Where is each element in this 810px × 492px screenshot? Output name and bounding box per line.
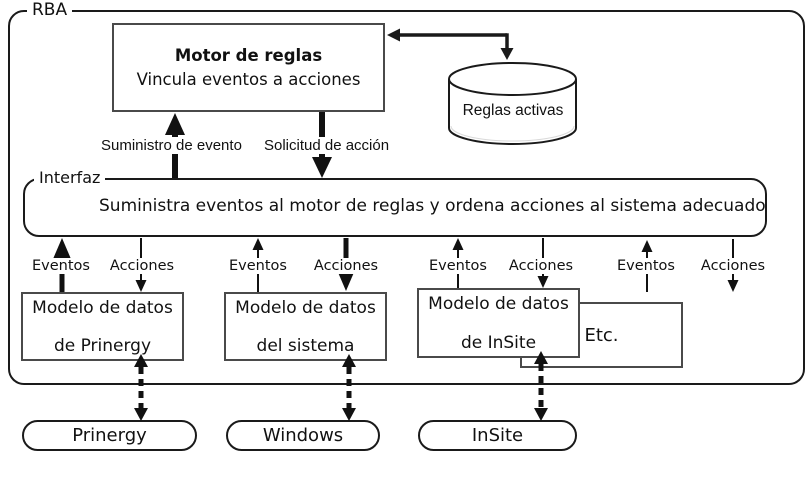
events-label-3: Eventos [426, 258, 490, 274]
actions-label-4: Acciones [697, 258, 769, 274]
action-request-label: Solicitud de acción [262, 137, 392, 154]
data-model-line2: del sistema [256, 336, 355, 356]
rule-engine-title: Motor de reglas [174, 45, 323, 65]
events-label-2: Eventos [226, 258, 290, 274]
data-model-line1: Modelo de datos [428, 294, 569, 314]
interface-frame [23, 178, 767, 237]
system-label: InSite [471, 425, 524, 446]
rule-engine-subtitle: Vincula eventos a acciones [136, 69, 361, 89]
interface-description: Suministra eventos al motor de reglas y … [99, 196, 766, 216]
rule-engine-box: Motor de reglas Vincula eventos a accion… [112, 23, 385, 112]
system-label: Prinergy [72, 425, 147, 446]
rba-frame [8, 10, 805, 385]
events-label-4: Eventos [614, 258, 678, 274]
etc-label: Etc. [584, 324, 619, 346]
interface-frame-label: Interfaz [34, 168, 106, 187]
system-pill-insite: InSite [418, 420, 577, 451]
data-model-box-system: Modelo de datos del sistema [224, 292, 387, 361]
data-model-line1: Modelo de datos [235, 298, 376, 318]
rba-frame-label: RBA [27, 0, 73, 20]
event-supply-label: Suministro de evento [99, 137, 244, 154]
system-pill-prinergy: Prinergy [22, 420, 197, 451]
data-model-line2: de InSite [460, 333, 537, 353]
actions-label-2: Acciones [310, 258, 382, 274]
data-model-line2: de Prinergy [53, 336, 152, 356]
system-label: Windows [262, 425, 344, 446]
rules-store-label: Reglas activas [462, 102, 564, 119]
data-model-box-prinergy: Modelo de datos de Prinergy [21, 292, 184, 361]
data-model-box-insite: Modelo de datos de InSite [417, 288, 580, 358]
actions-label-3: Acciones [505, 258, 577, 274]
events-label-1: Eventos [29, 258, 93, 274]
system-pill-windows: Windows [226, 420, 380, 451]
actions-label-1: Acciones [106, 258, 178, 274]
data-model-line1: Modelo de datos [32, 298, 173, 318]
